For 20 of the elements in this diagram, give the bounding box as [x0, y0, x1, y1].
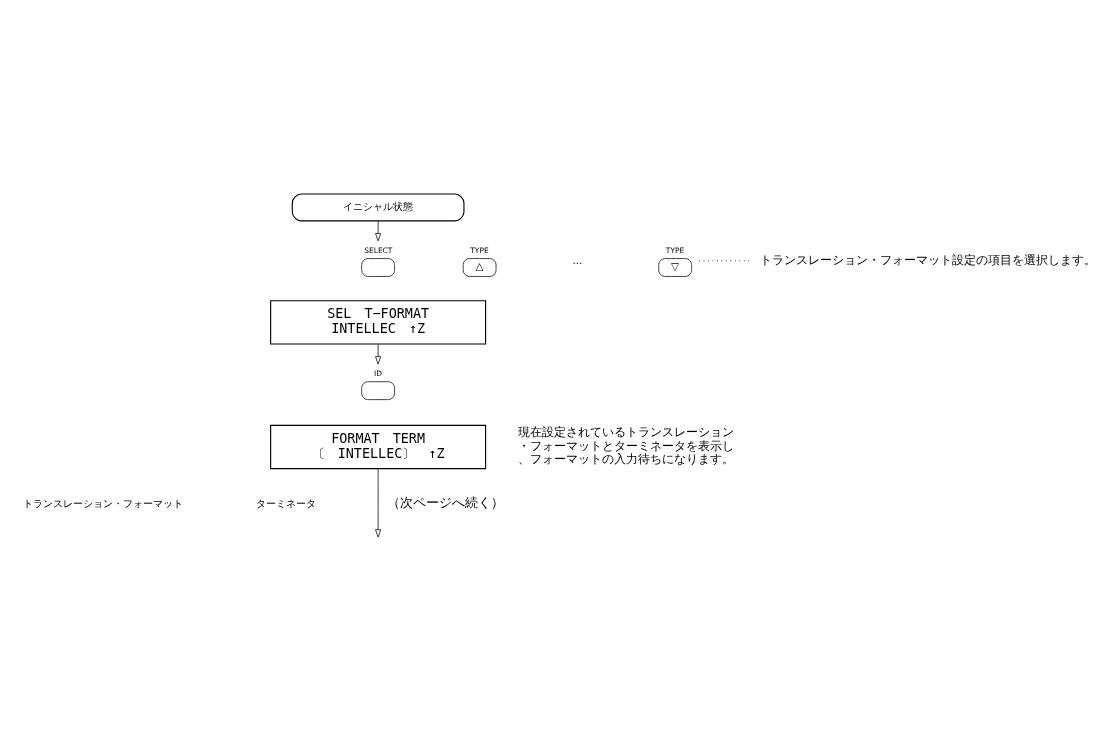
node-box [361, 258, 395, 277]
node-label: ID [374, 369, 382, 379]
node-box: ▽ [658, 258, 692, 277]
node-label: TYPE [470, 246, 489, 256]
node-text: トランスレーション・フォーマット設定の項目を選択します。 [760, 252, 1097, 267]
arrow [375, 343, 382, 365]
node-label: TYPE [665, 246, 685, 256]
node-box: SEL T−FORMAT INTELLEC ↑Z [270, 300, 487, 345]
arrow [375, 220, 382, 242]
arrow [375, 468, 382, 538]
node-label: 現在設定されているトランスレーション・フォーマットとターミネータを表示し、フォーマットの入力待ちになります。 [518, 425, 735, 467]
node-box: イニシャル状態 [291, 193, 465, 222]
node-box [361, 381, 395, 400]
node-box: FORMAT TERM 〔 INTELLEC〕 ↑Z [270, 424, 487, 470]
label: トランスレーション・フォーマット [23, 496, 184, 509]
node-box: △ [462, 258, 497, 277]
label: ターミネータ [256, 496, 317, 509]
node-label: SELECT [364, 246, 393, 256]
edge-label: （次ページへ続く） [387, 495, 505, 511]
label: ... [572, 253, 583, 266]
